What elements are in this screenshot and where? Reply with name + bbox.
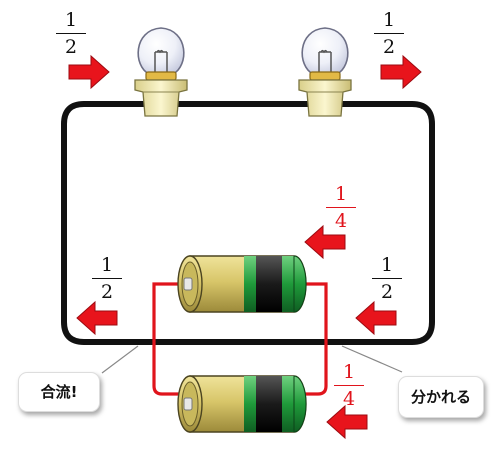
arrow-right-icon [68,55,110,89]
arrow-left-icon [355,301,397,335]
main-circuit-wire [61,101,435,345]
numerator: 1 [382,9,396,31]
numerator: 1 [334,183,348,205]
battery-icon [177,255,307,313]
denominator: 2 [380,281,394,303]
fraction-bar [56,33,86,34]
fraction-bar [326,207,356,208]
merge-pointer [101,345,139,374]
denominator: 2 [100,281,114,303]
split-callout: 分かれる [398,376,484,418]
split-pointer [341,345,403,373]
fraction-bar [372,278,402,279]
split-callout-text: 分かれる [410,388,471,406]
denominator: 2 [64,36,78,58]
merge-callout-text: 合流! [40,383,78,401]
fraction-left-return: 1 2 [88,255,126,302]
fraction-right-bulb: 1 2 [370,10,408,57]
arrow-left-icon [76,301,118,335]
numerator: 1 [342,361,356,383]
merge-callout: 合流! [18,372,100,412]
arrow-left-icon [326,405,368,439]
parallel-branch-wire [152,282,328,396]
fraction-right-input: 1 2 [368,255,406,302]
fraction-lower-battery: 1 4 [330,362,368,409]
numerator: 1 [380,254,394,276]
numerator: 1 [64,9,78,31]
fraction-bar [334,385,364,386]
fraction-left-bulb: 1 2 [52,10,90,57]
fraction-bar [374,33,404,34]
battery-icon [177,375,307,433]
denominator: 2 [382,36,396,58]
denominator: 4 [334,210,348,232]
denominator: 4 [342,388,356,410]
fraction-bar [92,278,122,279]
arrow-right-icon [380,55,422,89]
fraction-upper-battery: 1 4 [322,184,360,231]
numerator: 1 [100,254,114,276]
